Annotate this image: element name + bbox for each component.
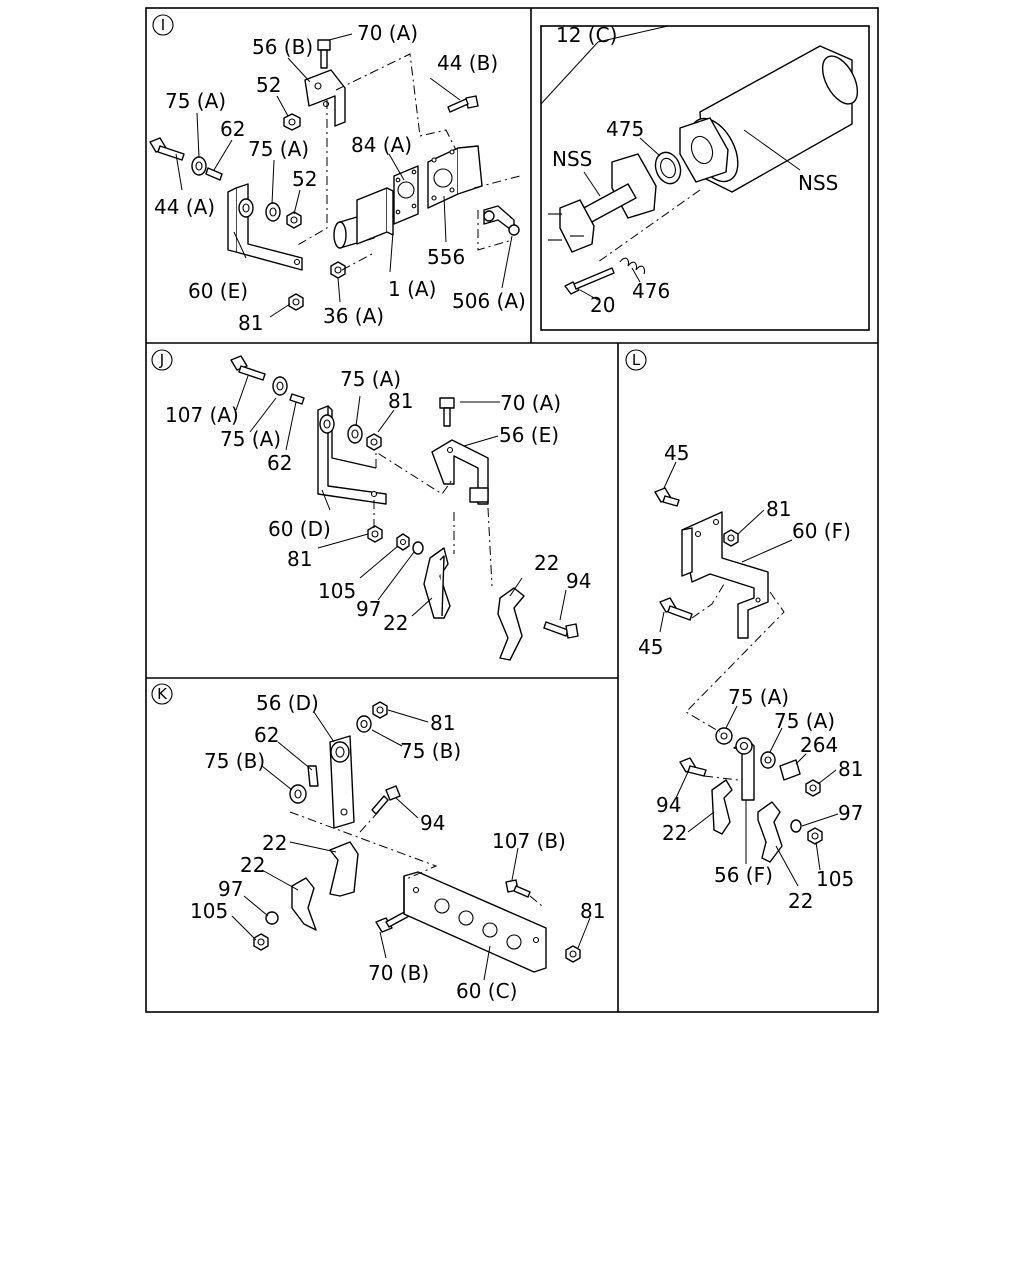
section-marker-i: I bbox=[152, 14, 174, 36]
part-label-60f: 60 (F) bbox=[792, 519, 851, 543]
part-label-107b: 107 (B) bbox=[492, 829, 566, 853]
svg-text:I: I bbox=[161, 16, 165, 34]
part-label-22-j2: 22 bbox=[383, 611, 408, 635]
part-label-506a: 506 (A) bbox=[452, 289, 526, 313]
svg-text:J: J bbox=[159, 351, 164, 369]
svg-text:L: L bbox=[632, 351, 641, 369]
part-label-75b: 75 (B) bbox=[204, 749, 265, 773]
part-label-94-l: 94 bbox=[656, 793, 681, 817]
part-label-56f: 56 (F) bbox=[714, 863, 773, 887]
part-label-70a-j: 70 (A) bbox=[500, 391, 561, 415]
part-label-105-l: 105 bbox=[816, 867, 854, 891]
part-label-264: 264 bbox=[800, 733, 838, 757]
part-label-81-j2: 81 bbox=[287, 547, 312, 571]
part-label-97-j: 97 bbox=[356, 597, 381, 621]
part-label-62-j: 62 bbox=[267, 451, 292, 475]
part-label-45-l2: 45 bbox=[638, 635, 663, 659]
part-label-36a: 36 (A) bbox=[323, 304, 384, 328]
part-label-75a-2: 75 (A) bbox=[248, 137, 309, 161]
part-label-97-l: 97 bbox=[838, 801, 863, 825]
part-label-22-l2: 22 bbox=[788, 889, 813, 913]
part-label-60d: 60 (D) bbox=[268, 517, 331, 541]
part-label-60c: 60 (C) bbox=[456, 979, 517, 1003]
section-marker-j: J bbox=[151, 349, 173, 371]
section-i-artwork bbox=[149, 33, 521, 318]
part-label-44a: 44 (A) bbox=[154, 195, 215, 219]
part-label-81-k2: 81 bbox=[580, 899, 605, 923]
part-label-81-k: 81 bbox=[430, 711, 455, 735]
part-label-81-l2: 81 bbox=[838, 757, 863, 781]
part-label-62: 62 bbox=[220, 117, 245, 141]
part-label-nss-2: NSS bbox=[798, 171, 838, 195]
part-label-12c: 12 (C) bbox=[556, 23, 617, 47]
part-label-45-l: 45 bbox=[664, 441, 689, 465]
part-label-62-k: 62 bbox=[254, 723, 279, 747]
part-label-75a-j2: 75 (A) bbox=[220, 427, 281, 451]
section-j-artwork bbox=[230, 355, 579, 661]
svg-text:K: K bbox=[157, 685, 168, 703]
part-label-81-j: 81 bbox=[388, 389, 413, 413]
part-label-22-k2: 22 bbox=[240, 853, 265, 877]
part-label-60e: 60 (E) bbox=[188, 279, 248, 303]
part-label-56e: 56 (E) bbox=[499, 423, 559, 447]
part-label-476: 476 bbox=[632, 279, 670, 303]
section-muffler-artwork bbox=[540, 25, 859, 301]
part-label-22-j: 22 bbox=[534, 551, 559, 575]
section-marker-l: L bbox=[625, 349, 647, 371]
part-label-81: 81 bbox=[238, 311, 263, 335]
part-label-52: 52 bbox=[256, 73, 281, 97]
section-l-artwork bbox=[654, 461, 839, 887]
section-marker-k: K bbox=[151, 683, 173, 705]
diagram-frames bbox=[145, 7, 879, 1013]
part-label-22-l: 22 bbox=[662, 821, 687, 845]
part-label-75a-l2: 75 (A) bbox=[774, 709, 835, 733]
part-label-105-k: 105 bbox=[190, 899, 228, 923]
part-label-52-2: 52 bbox=[292, 167, 317, 191]
part-label-107a: 107 (A) bbox=[165, 403, 239, 427]
part-label-nss: NSS bbox=[552, 147, 592, 171]
part-label-97-k: 97 bbox=[218, 877, 243, 901]
part-label-75a: 75 (A) bbox=[165, 89, 226, 113]
part-label-75a-j: 75 (A) bbox=[340, 367, 401, 391]
part-label-20: 20 bbox=[590, 293, 615, 317]
part-label-94-k: 94 bbox=[420, 811, 445, 835]
part-label-70b: 70 (B) bbox=[368, 961, 429, 985]
part-label-75a-l: 75 (A) bbox=[728, 685, 789, 709]
part-label-105-j: 105 bbox=[318, 579, 356, 603]
part-label-56b: 56 (B) bbox=[252, 35, 313, 59]
part-label-81-l: 81 bbox=[766, 497, 791, 521]
part-label-94-j: 94 bbox=[566, 569, 591, 593]
part-label-1a: 1 (A) bbox=[388, 277, 436, 301]
part-label-56d: 56 (D) bbox=[256, 691, 319, 715]
part-label-556: 556 bbox=[427, 245, 465, 269]
part-label-70a: 70 (A) bbox=[357, 21, 418, 45]
section-k-artwork bbox=[231, 701, 591, 981]
part-label-44b: 44 (B) bbox=[437, 51, 498, 75]
part-label-84a: 84 (A) bbox=[351, 133, 412, 157]
part-label-475: 475 bbox=[606, 117, 644, 141]
part-label-22-k: 22 bbox=[262, 831, 287, 855]
part-label-75b-2: 75 (B) bbox=[400, 739, 461, 763]
